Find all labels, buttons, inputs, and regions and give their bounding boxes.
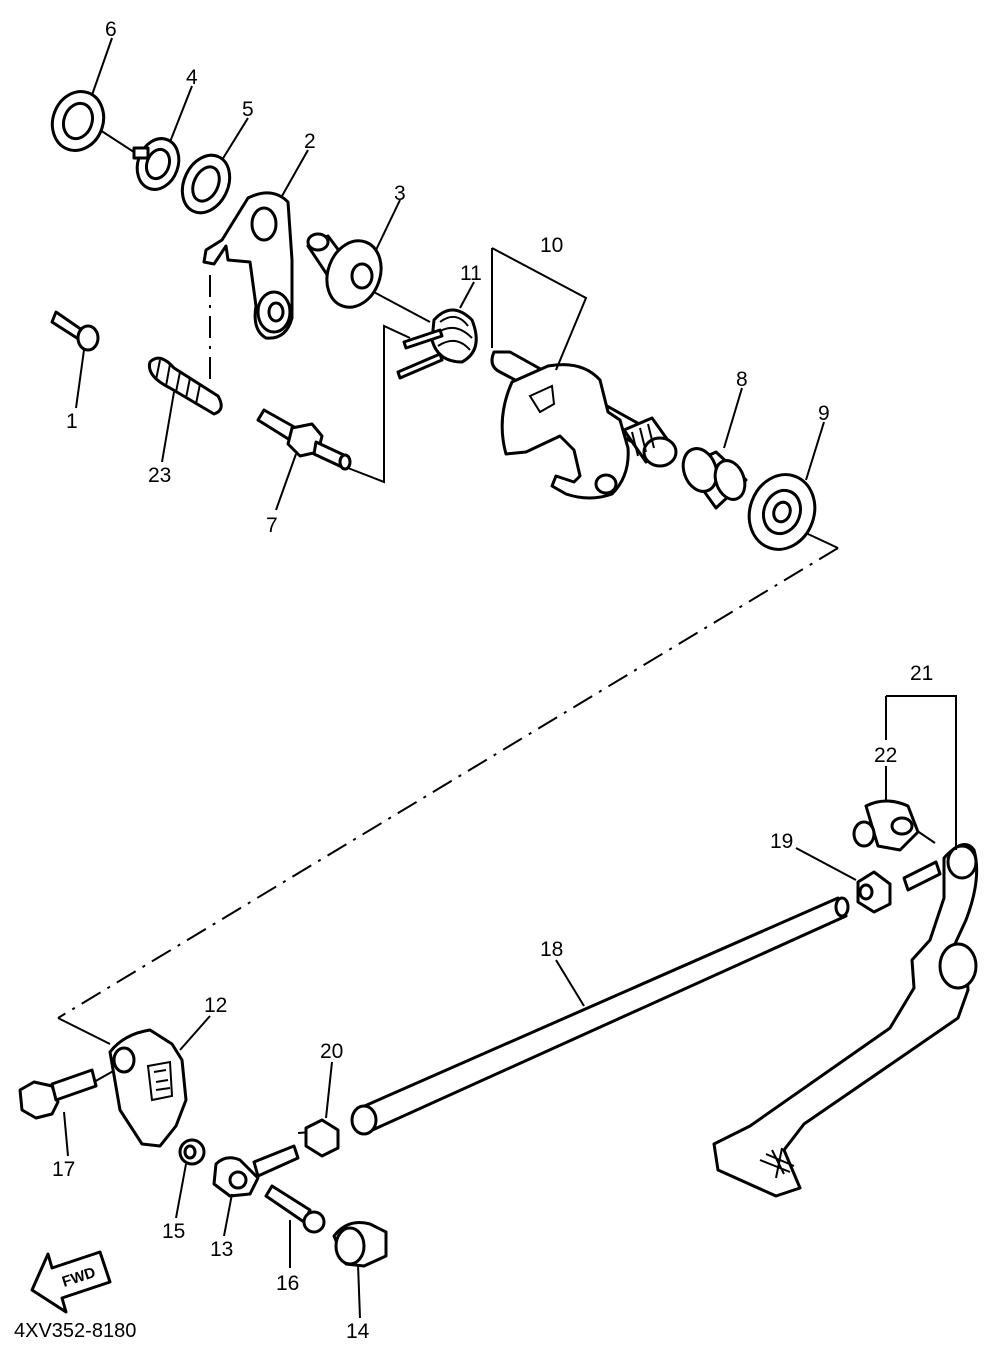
- part-7-shift-arm-bolt: [256, 408, 352, 471]
- callout-22: 22: [874, 744, 897, 767]
- assembly-lines: [57, 129, 936, 1134]
- callout-8: 8: [736, 368, 748, 391]
- part-18-shift-rod: [350, 896, 850, 1136]
- part-19-nut: [856, 870, 892, 914]
- part-22-joint: [852, 799, 920, 852]
- diagram-code: 4XV352-8180: [14, 1320, 136, 1342]
- part-12-shift-arm: [108, 1028, 188, 1148]
- callout-21: 21: [910, 662, 933, 685]
- part-11-torsion-spring: [396, 308, 478, 380]
- callout-17: 17: [52, 1158, 75, 1181]
- callout-6: 6: [105, 18, 117, 41]
- part-5-washer: [180, 153, 232, 215]
- part-3-collar: [306, 232, 383, 309]
- callout-9: 9: [818, 402, 830, 425]
- part-23-spring: [147, 356, 223, 416]
- part-14-cover: [332, 1221, 388, 1268]
- callout-1: 1: [66, 410, 78, 433]
- part-2-stopper-lever: [202, 191, 294, 340]
- part-9-oil-seal: [747, 473, 817, 551]
- callout-10: 10: [540, 234, 563, 257]
- callout-7: 7: [266, 514, 278, 537]
- callout-23: 23: [148, 464, 171, 487]
- fwd-arrow-icon: FWD: [30, 1250, 112, 1314]
- callout-4: 4: [186, 66, 198, 89]
- callout-2: 2: [304, 130, 316, 153]
- part-13-joint: [212, 1144, 300, 1198]
- callout-15: 15: [162, 1220, 185, 1243]
- part-20-nut: [304, 1118, 340, 1158]
- callout-13: 13: [210, 1238, 233, 1261]
- part-16-bolt: [264, 1184, 326, 1234]
- callout-19: 19: [770, 830, 793, 853]
- part-1-dowel-pin: [50, 310, 100, 352]
- part-17-bolt: [18, 1068, 98, 1120]
- callout-labels: 6 4 5 2 3 10 11 8 9 1 23 7 21 22 19 18 1…: [52, 18, 933, 1343]
- callout-16: 16: [276, 1272, 299, 1295]
- part-21-shift-pedal: [712, 843, 979, 1198]
- callout-5: 5: [242, 98, 254, 121]
- callout-18: 18: [540, 938, 563, 961]
- callout-14: 14: [346, 1320, 370, 1343]
- callout-11: 11: [460, 262, 482, 285]
- callout-20: 20: [320, 1040, 343, 1063]
- part-6-washer: [50, 90, 106, 152]
- callout-3: 3: [394, 182, 406, 205]
- part-8-collar: [681, 447, 748, 510]
- part-10-shift-shaft: [490, 350, 678, 500]
- callout-12: 12: [204, 994, 227, 1017]
- leader-lines: [63, 37, 957, 1319]
- part-4-circlip: [132, 137, 181, 191]
- part-15-nut: [178, 1138, 206, 1166]
